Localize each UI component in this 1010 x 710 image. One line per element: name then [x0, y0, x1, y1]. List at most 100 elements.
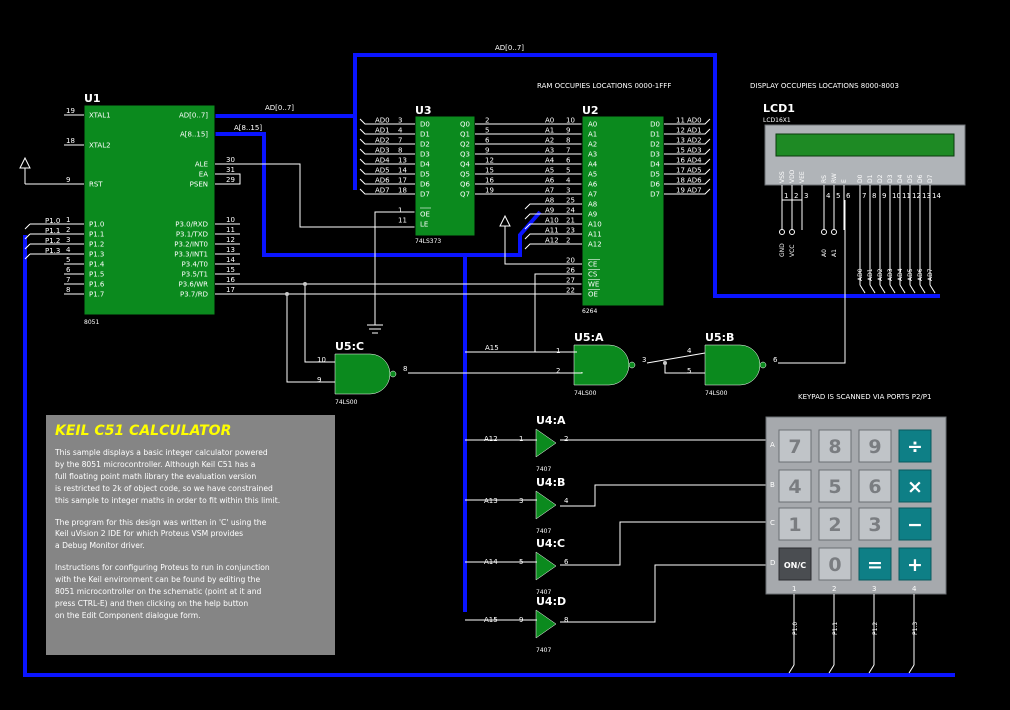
description-paragraph-3: Instructions for configuring Proteus to … — [55, 563, 270, 620]
key-−[interactable]: − — [898, 507, 932, 541]
key-0[interactable]: 0 — [818, 547, 852, 581]
key-+[interactable]: + — [898, 547, 932, 581]
u2-pin-label: A11 — [588, 231, 602, 239]
key-label: 5 — [828, 476, 841, 498]
u2-net-label: A1 — [545, 127, 554, 135]
description-paragraph-1: This sample displays a basic integer cal… — [55, 448, 281, 505]
lcd-pin-label: RW — [831, 173, 838, 183]
lcd-pin-label: D6 — [917, 174, 924, 183]
key-7[interactable]: 7 — [778, 429, 812, 463]
lcd-pin-label: D3 — [887, 174, 894, 183]
lcd-net-label: AD1 — [867, 268, 874, 281]
u2-pin-label: A5 — [588, 171, 597, 179]
u1-pin-number: 9 — [66, 176, 70, 184]
lcd-pin-number: 3 — [804, 192, 808, 200]
lcd-pin-label: D2 — [877, 174, 884, 183]
u1-pin-label: P1.5 — [89, 271, 104, 279]
keypad-row-label: C — [770, 519, 775, 527]
key-ON-C[interactable]: ON/C — [778, 547, 812, 581]
gate-u5b-part: 74LS00 — [705, 390, 728, 397]
u1-pin-number: 16 — [226, 276, 235, 284]
u2-net-label: A11 — [545, 227, 559, 235]
gate-wires: A15 — [408, 200, 846, 623]
u3-net-label: AD0 — [375, 117, 390, 125]
u1-8051[interactable]: U1 8051 XTAL119XTAL218RST9P1.01P1.12P1.2… — [19, 92, 235, 326]
u3-pin-label: Q1 — [460, 131, 470, 139]
gate-u4a-in: 1 — [519, 435, 523, 443]
keypad-col-number: 4 — [912, 585, 917, 593]
u2-pin-label: D0 — [650, 121, 660, 129]
u2-pin-label: A0 — [588, 121, 597, 129]
u2-pin-label: D1 — [650, 131, 660, 139]
key-6[interactable]: 6 — [858, 469, 892, 503]
keypad-row-label: A — [770, 441, 775, 449]
gate-u5c-part: 74LS00 — [335, 399, 358, 406]
key-1[interactable]: 1 — [778, 507, 812, 541]
u2-net-label: A3 — [545, 147, 554, 155]
gate-u4d-out: 8 — [564, 616, 568, 624]
keypad-col-net: P1.1 — [832, 622, 839, 635]
key-label: 8 — [828, 436, 841, 458]
u1-pin-number: 11 — [226, 226, 235, 234]
key-=[interactable]: = — [858, 547, 892, 581]
u3-pin-number: 11 — [398, 217, 407, 225]
lcd-pin-number: 11 — [902, 192, 911, 200]
lcd-pin-number: 4 — [826, 192, 831, 200]
keypad-col-number: 3 — [872, 585, 876, 593]
key-8[interactable]: 8 — [818, 429, 852, 463]
lcd-pin-label: RS — [821, 175, 828, 183]
u1-pin-label: P3.5/T1 — [182, 271, 208, 279]
u2-pin-label: A6 — [588, 181, 598, 189]
key-4[interactable]: 4 — [778, 469, 812, 503]
key-label: = — [867, 554, 883, 576]
u3-pin-number: 3 — [398, 117, 402, 125]
p1-label-3: P1.3 — [45, 247, 60, 255]
u3-pin-label: Q6 — [460, 181, 471, 189]
u1-pin-number: 2 — [66, 226, 70, 234]
key-2[interactable]: 2 — [818, 507, 852, 541]
u2-pin-number: 25 — [566, 197, 575, 205]
u2-net-label: AD7 — [687, 187, 702, 195]
lcd-pin-label: D5 — [907, 174, 914, 183]
u2-pin-number: 13 — [676, 137, 685, 145]
u2-net-label: AD2 — [687, 137, 702, 145]
lcd1[interactable]: LCD1 LCD16X1 VSS1VDD2VEE3RS4RW5E6D07D18D… — [763, 102, 966, 294]
key-3[interactable]: 3 — [858, 507, 892, 541]
key-5[interactable]: 5 — [818, 469, 852, 503]
u2-pin-label: A4 — [588, 161, 598, 169]
u2-pin-number: 22 — [566, 287, 575, 295]
gate-u4b-net: A13 — [484, 497, 498, 505]
lcd-pin-number: 8 — [872, 192, 876, 200]
u3-pin-label: Q0 — [460, 121, 470, 129]
gate-u4a-ref: U4:A — [536, 414, 566, 427]
u3-pin-number: 14 — [398, 167, 407, 175]
u3-ctrl-label: OE — [420, 211, 430, 219]
u1-pin-label: XTAL1 — [89, 112, 111, 120]
key-9[interactable]: 9 — [858, 429, 892, 463]
u3-pin-number: 6 — [485, 137, 490, 145]
bus-lines — [23, 53, 955, 677]
u3-pin-label: Q5 — [460, 171, 470, 179]
u2-net-label: AD4 — [687, 157, 702, 165]
u1-pin-label: P3.3/INT1 — [174, 251, 208, 259]
key-label: 0 — [828, 554, 841, 576]
key-×[interactable]: × — [898, 469, 932, 503]
u1-pin-number: 15 — [226, 266, 235, 274]
gate-u5b-in1: 4 — [687, 347, 692, 355]
u3-pin-number: 18 — [398, 187, 407, 195]
u1-pin-label: AD[0..7] — [179, 112, 208, 120]
key-÷[interactable]: ÷ — [898, 429, 932, 463]
gate-u4d-part: 7407 — [536, 647, 551, 654]
u1-pin-number: 31 — [226, 166, 235, 174]
